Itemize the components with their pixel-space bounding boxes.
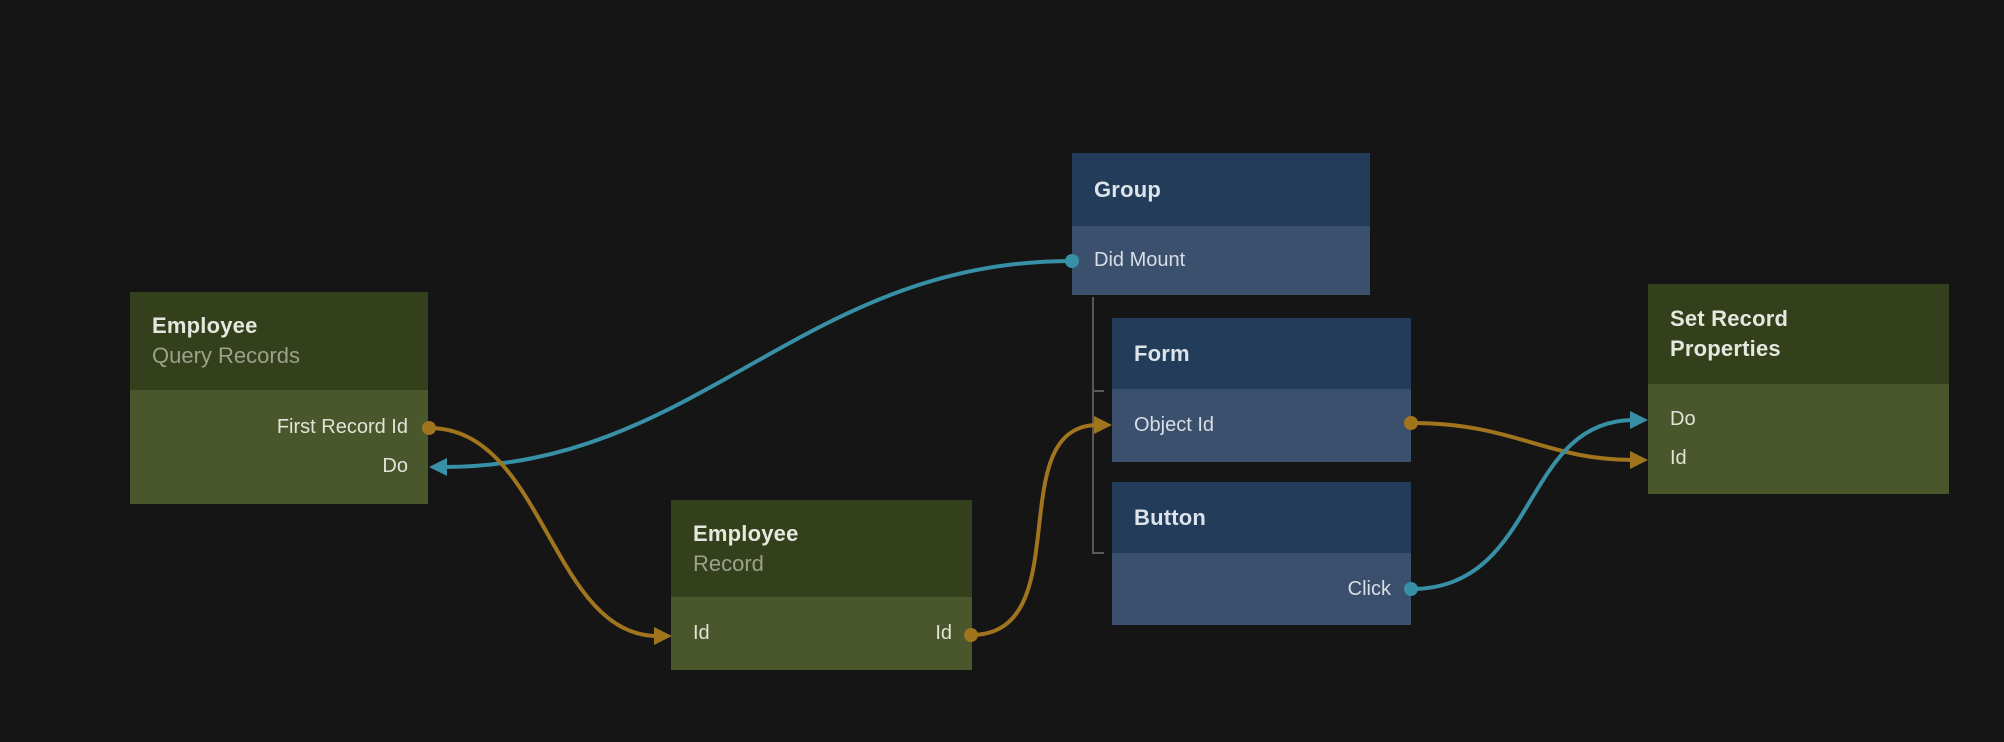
edge-object-id-to-id-arrowhead xyxy=(1630,451,1648,469)
connector-did-mount-output[interactable] xyxy=(1065,254,1079,268)
node-header: Form xyxy=(1112,318,1411,389)
node-subtitle: Query Records xyxy=(152,343,300,368)
edge-first-record-id-to-id[interactable] xyxy=(428,426,659,638)
connector-record-id-output[interactable] xyxy=(964,628,978,642)
edge-did-mount-to-do[interactable] xyxy=(442,259,1073,469)
port-label: Did Mount xyxy=(1094,249,1186,271)
port-label: Object Id xyxy=(1134,414,1215,436)
node-body: Do Id xyxy=(1648,384,1949,494)
port-do[interactable]: Do xyxy=(1648,400,1949,439)
port-do[interactable]: Do xyxy=(130,447,428,486)
edge-object-id-to-id[interactable] xyxy=(1410,421,1635,462)
port-object-id[interactable]: Object Id xyxy=(1112,406,1411,445)
node-header: Group xyxy=(1072,153,1370,226)
connector-first-record-id-output[interactable] xyxy=(422,421,436,435)
node-employee-record[interactable]: Employee Record Id Id xyxy=(671,500,972,670)
edge-record-id-to-object-id[interactable] xyxy=(970,423,1099,637)
port-id[interactable]: Id xyxy=(1648,439,1949,478)
node-group[interactable]: Group Did Mount xyxy=(1072,153,1370,295)
node-title: Group xyxy=(1094,176,1161,202)
port-label: First Record Id xyxy=(276,416,408,438)
group-children-bracket xyxy=(1092,297,1104,554)
port-id-row[interactable]: Id Id xyxy=(671,614,972,653)
node-header: Employee Record xyxy=(671,500,972,597)
node-header: Set Record Properties xyxy=(1648,284,1949,384)
node-header: Employee Query Records xyxy=(130,292,428,390)
port-id-output-label: Id xyxy=(935,622,952,644)
node-title: Form xyxy=(1134,340,1190,366)
node-title-line-2: Properties xyxy=(1670,336,1781,361)
node-body: Click xyxy=(1112,553,1411,625)
node-title: Employee xyxy=(152,313,258,338)
connector-click-output[interactable] xyxy=(1404,582,1418,596)
port-click[interactable]: Click xyxy=(1112,570,1411,609)
node-title: Employee xyxy=(693,520,799,546)
edge-did-mount-to-do-arrowhead xyxy=(429,458,447,476)
port-did-mount[interactable]: Did Mount xyxy=(1072,241,1370,280)
node-header: Button xyxy=(1112,482,1411,553)
port-label: Click xyxy=(1347,577,1391,600)
port-label: Id xyxy=(1670,447,1687,469)
edge-record-id-to-object-id-arrowhead xyxy=(1094,416,1112,434)
node-form[interactable]: Form Object Id xyxy=(1112,318,1411,462)
node-body: First Record Id Do xyxy=(130,390,428,504)
port-label: Do xyxy=(382,455,408,477)
port-id-input-label: Id xyxy=(693,622,710,644)
node-body: Did Mount xyxy=(1072,226,1370,295)
node-button[interactable]: Button Click xyxy=(1112,482,1411,625)
node-subtitle: Record xyxy=(693,550,764,576)
node-body: Id Id xyxy=(671,597,972,670)
edge-click-to-do[interactable] xyxy=(1410,418,1635,591)
node-body: Object Id xyxy=(1112,389,1411,462)
port-label: Do xyxy=(1670,408,1696,430)
node-set-record-properties[interactable]: Set Record Properties Do Id xyxy=(1648,284,1949,494)
port-first-record-id[interactable]: First Record Id xyxy=(130,408,428,447)
edge-click-to-do-arrowhead xyxy=(1630,411,1648,429)
connector-object-id-output[interactable] xyxy=(1404,416,1418,430)
edge-first-record-id-to-id-arrowhead xyxy=(654,627,672,645)
node-title-line-1: Set Record xyxy=(1670,306,1789,331)
node-title: Button xyxy=(1134,504,1207,530)
node-employee-query-records[interactable]: Employee Query Records First Record Id D… xyxy=(130,292,428,504)
